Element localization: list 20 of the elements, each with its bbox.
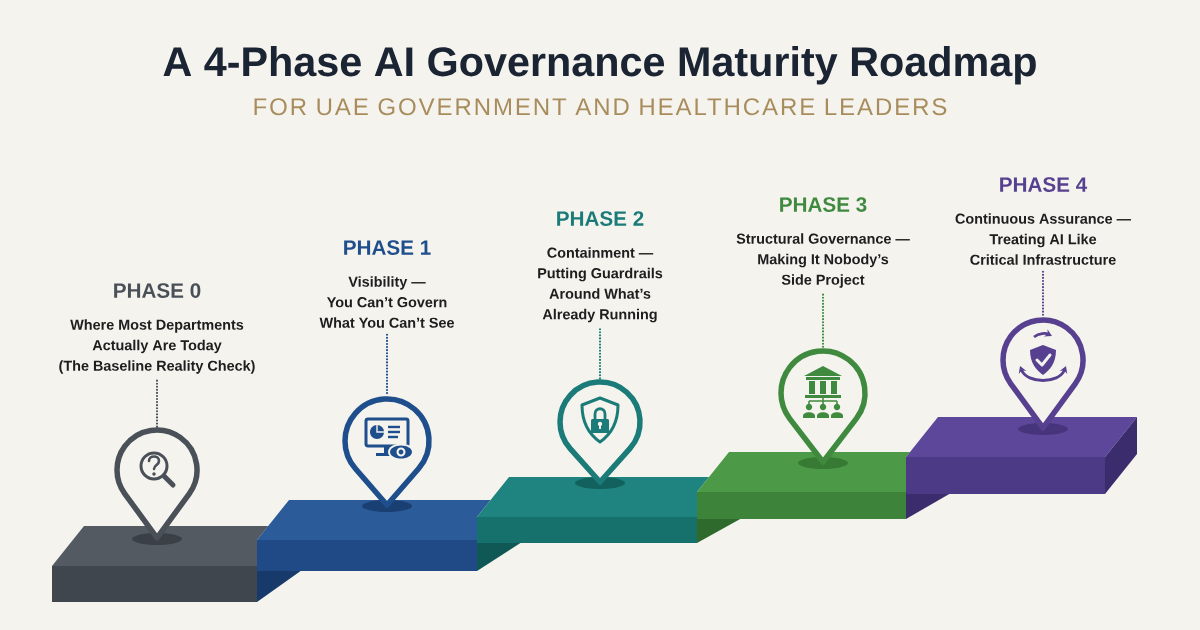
phase-description: Visibility — You Can’t Govern What You Can’t See xyxy=(319,276,454,328)
phase-description: Containment — Putting Guardrails Around What’s Already Running xyxy=(538,247,663,323)
phase-heading: PHASE 3 xyxy=(780,197,867,212)
leader-line xyxy=(821,293,825,350)
phase-heading: PHASE 0 xyxy=(114,283,201,298)
phase-description: Where Most Departments Actually Are Today (The Baseline Reality Check) xyxy=(59,319,255,374)
leader-line xyxy=(155,379,159,429)
subtitle: FOR UAE GOVERNMENT AND HEALTHCARE LEADERS xyxy=(254,98,947,116)
phase-description: Continuous Assurance — Treating AI Like Critical Infrastructure xyxy=(955,213,1131,265)
leader-line xyxy=(598,328,602,381)
phase-description: Structural Governance — Making It Nobody’s Side Project xyxy=(736,233,910,288)
phase-heading: PHASE 1 xyxy=(344,240,431,255)
map-pin xyxy=(1000,317,1086,431)
title: A 4-Phase AI Governance Maturity Roadmap xyxy=(163,46,1036,85)
phase-heading: PHASE 2 xyxy=(557,211,644,226)
map-pin xyxy=(114,427,200,541)
map-pin xyxy=(557,379,643,485)
map-pin xyxy=(342,396,432,508)
phase-heading: PHASE 4 xyxy=(1000,177,1088,192)
leader-line xyxy=(1041,270,1045,319)
